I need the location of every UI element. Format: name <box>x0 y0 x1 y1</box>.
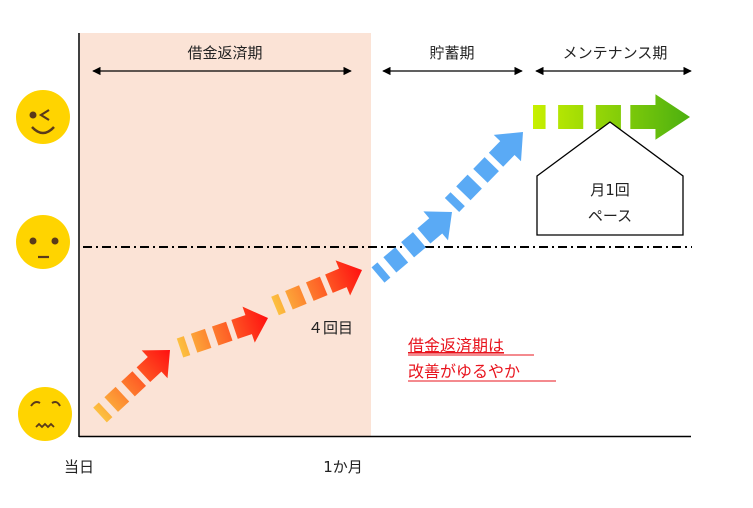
debt-period-region <box>80 33 371 436</box>
arrow-head <box>231 306 268 343</box>
note-line2: 改善がゆるやか <box>408 362 520 381</box>
pace-callout <box>536 121 684 236</box>
arrow-dash <box>190 328 212 353</box>
savings-arrow-1 <box>371 211 453 283</box>
arrow-dash <box>305 276 328 301</box>
progress-arrows <box>93 94 690 423</box>
arrow-head <box>417 211 453 244</box>
arrow-head <box>630 94 690 140</box>
arrow-dash <box>533 105 546 129</box>
arrow-dash <box>558 105 584 129</box>
arrow-dash <box>383 247 409 273</box>
arrow-head <box>488 132 523 167</box>
arrow-dash <box>93 402 113 423</box>
arrow-dash <box>401 232 426 258</box>
worried-face-icon <box>18 387 72 441</box>
arrow-dash <box>176 336 191 358</box>
savings-arrow-2 <box>444 132 523 212</box>
debt-arrow-2 <box>176 306 268 358</box>
arrow-dash <box>473 157 499 183</box>
maintenance-arrow <box>533 94 690 140</box>
callout-line1: 月1回 <box>590 181 630 199</box>
arrow-dash <box>444 192 465 212</box>
arrow-dash <box>271 293 286 316</box>
arrow-dash <box>104 386 130 412</box>
period-label-savings: 貯蓄期 <box>429 44 474 62</box>
note-line1: 借金返済期は <box>408 336 504 355</box>
neutral-face-icon <box>16 215 70 269</box>
fourth-time-label: ４回目 <box>308 319 353 337</box>
x-label-month: 1か月 <box>323 458 363 476</box>
arrow-head <box>136 349 171 383</box>
debt-arrow-1 <box>93 349 171 423</box>
arrow-dash <box>456 174 482 201</box>
arrow-head <box>325 260 362 296</box>
period-label-debt: 借金返済期 <box>187 44 262 62</box>
happy-wink-face-icon <box>16 90 70 144</box>
callout-line2: ペース <box>588 207 632 225</box>
period-label-maintenance: メンテナンス期 <box>563 44 668 62</box>
arrow-dash <box>371 262 391 283</box>
arrow-dash <box>285 285 307 310</box>
arrow-dash <box>211 321 233 346</box>
arrow-dash <box>121 371 147 397</box>
debt-arrow-3 <box>271 260 362 316</box>
x-label-start: 当日 <box>64 458 94 476</box>
